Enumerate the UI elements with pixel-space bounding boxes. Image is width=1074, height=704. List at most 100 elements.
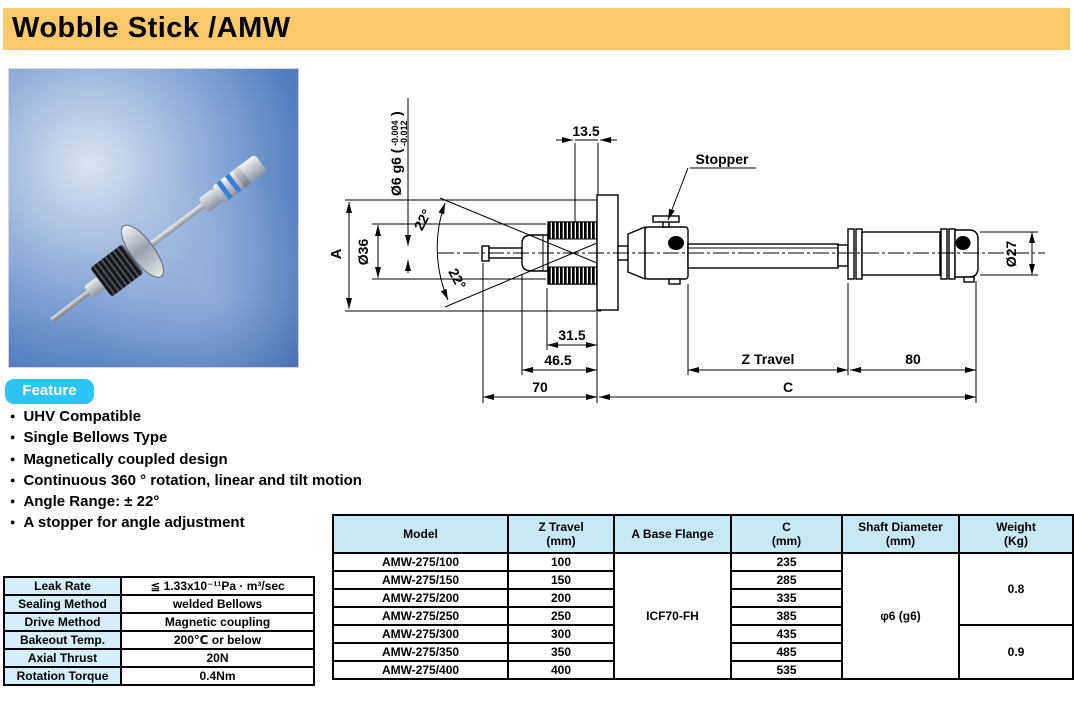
model-cell: AMW-275/350	[332, 642, 509, 662]
weight-cell: 0.8	[958, 552, 1074, 626]
table-row: AMW-275/400 400 535	[332, 660, 1073, 680]
dim-label-angle-upper: 22°	[411, 207, 435, 233]
bullet-icon: ●	[10, 432, 16, 443]
z-travel-cell: 400	[507, 660, 615, 680]
col-header-model: Model	[332, 514, 509, 554]
c-cell: 485	[730, 642, 843, 662]
feature-item: ●Continuous 360 ° rotation, linear and t…	[6, 470, 362, 491]
z-travel-cell: 150	[507, 570, 615, 590]
spec-label: Sealing Method	[3, 594, 122, 614]
drawing-base-flange	[596, 194, 619, 311]
a-base-flange-cell: ICF70-FH	[613, 552, 732, 680]
table-row: AMW-275/350 350 485	[332, 642, 1073, 662]
feature-item: ●Single Bellows Type	[6, 427, 346, 448]
dim-label-d36: Ø36	[355, 239, 371, 266]
svg-text:Ø6 g6 (: Ø6 g6 (	[388, 148, 404, 196]
drawing-dimensions	[345, 98, 1038, 403]
svg-text:-0.004: -0.004	[390, 120, 400, 146]
col-header-c: C(mm)	[730, 514, 843, 554]
spec-value: 0.4Nm	[120, 666, 315, 686]
spec-value: 200℃ or below	[120, 630, 315, 650]
feature-item: ●A stopper for angle adjustment	[6, 512, 346, 533]
z-travel-cell: 300	[507, 624, 615, 644]
dim-label-shaft-diameter: Ø6 g6 ( -0.004 -0.012 )	[388, 111, 409, 196]
bullet-icon: ●	[10, 496, 16, 507]
spec-table: Leak Rate≦ 1.33x10⁻¹¹Pa · m³/sec Sealing…	[3, 576, 315, 686]
z-travel-cell: 350	[507, 642, 615, 662]
drawing-shaft-tube	[687, 243, 849, 269]
table-row: AMW-275/150 150 285	[332, 570, 1073, 590]
dim-label-31-5: 31.5	[558, 327, 585, 343]
svg-text:): )	[388, 111, 404, 116]
model-cell: AMW-275/150	[332, 570, 509, 590]
c-cell: 535	[730, 660, 843, 680]
col-header-shaft-diameter: Shaft Diameter(mm)	[841, 514, 960, 554]
table-row: AMW-275/250 250 385	[332, 606, 1073, 626]
bullet-icon: ●	[10, 453, 16, 464]
stopper-knob	[652, 215, 680, 223]
feature-item: ●Angle Range: ± 22°	[6, 491, 346, 512]
feature-item: ●UHV Compatible	[6, 406, 346, 427]
dim-label-angle-lower: 22°	[445, 266, 469, 292]
weight-cell: 0.9	[958, 624, 1074, 680]
dim-label-13-5: 13.5	[572, 123, 599, 139]
feature-badge: Feature	[5, 379, 94, 404]
photo-handle	[211, 153, 267, 204]
bullet-icon: ●	[10, 411, 16, 421]
feature-list: ●UHV Compatible ●Single Bellows Type ●Ma…	[6, 406, 362, 534]
spec-value: 20N	[120, 648, 315, 668]
z-travel-cell: 100	[507, 552, 615, 572]
title-bar: Wobble Stick /AMW	[3, 8, 1070, 50]
dim-label-70: 70	[532, 379, 548, 395]
shaft-diameter-cell: φ6 (g6)	[841, 552, 960, 680]
table-row: AMW-275/200 200 335	[332, 588, 1073, 608]
model-cell: AMW-275/400	[332, 660, 509, 680]
model-cell: AMW-275/100	[332, 552, 509, 572]
stopper-label: Stopper	[696, 151, 749, 167]
c-cell: 285	[730, 570, 843, 590]
svg-text:-0.012: -0.012	[399, 120, 409, 146]
bullet-icon: ●	[10, 474, 16, 485]
wobble-stick-device-image	[32, 137, 280, 346]
product-photo	[8, 68, 299, 368]
spec-value: welded Bellows	[120, 594, 315, 614]
feature-item: ●Magnetically coupled design	[6, 449, 346, 470]
dim-label-d27: Ø27	[1003, 241, 1019, 268]
dim-label-c: C	[783, 379, 793, 395]
spec-label: Axial Thrust	[3, 648, 122, 668]
page-title: Wobble Stick /AMW	[12, 12, 291, 44]
dim-label-46-5: 46.5	[544, 352, 571, 368]
spec-label: Leak Rate	[3, 576, 122, 596]
drawing-cylinder-assembly	[847, 228, 979, 283]
c-cell: 435	[730, 624, 843, 644]
spec-value: Magnetic coupling	[120, 612, 315, 632]
spec-label: Rotation Torque	[3, 666, 122, 686]
model-cell: AMW-275/200	[332, 588, 509, 608]
dim-label-a: A	[330, 248, 345, 259]
col-header-z-travel: Z Travel(mm)	[507, 514, 615, 554]
spec-row: Leak Rate≦ 1.33x10⁻¹¹Pa · m³/sec	[3, 576, 315, 596]
c-cell: 235	[730, 552, 843, 572]
c-cell: 335	[730, 588, 843, 608]
bullet-icon: ●	[10, 517, 16, 528]
table-row: AMW-275/300 300 435 0.9	[332, 624, 1074, 680]
col-header-weight: Weight(Kg)	[958, 514, 1074, 554]
spec-label: Bakeout Temp.	[3, 630, 122, 650]
z-travel-cell: 250	[507, 606, 615, 626]
model-cell: AMW-275/250	[332, 606, 509, 626]
model-table: Model Z Travel(mm) A Base Flange C(mm) S…	[332, 514, 1074, 680]
col-header-a-base-flange: A Base Flange	[613, 514, 732, 554]
spec-label: Drive Method	[3, 612, 122, 632]
dim-label-80: 80	[905, 351, 921, 367]
technical-drawing: A Ø36 Ø6 g6 ( -0.004 -0.012 ) 22° 22° 13…	[330, 98, 1045, 403]
spec-row: Bakeout Temp.200℃ or below	[3, 630, 315, 650]
photo-probe-tip	[49, 290, 90, 322]
drawing-tilt-angle-lines	[436, 197, 598, 308]
table-row: AMW-275/100 100 ICF70-FH 235 φ6 (g6) 0.8	[332, 552, 1074, 680]
model-cell: AMW-275/300	[332, 624, 509, 644]
photo-shaft	[150, 203, 205, 247]
